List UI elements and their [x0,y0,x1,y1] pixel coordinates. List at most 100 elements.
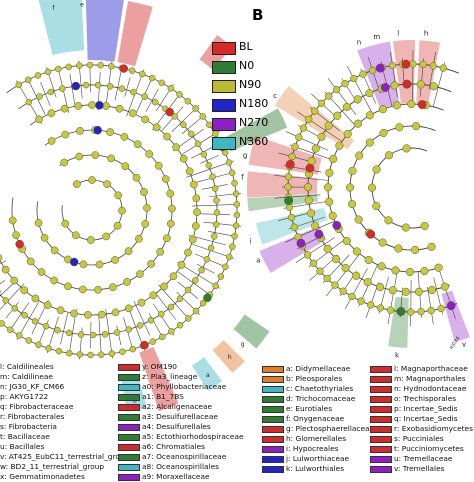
tree-node [153,124,160,131]
tree-node [51,247,58,254]
tree-node [80,261,87,268]
tree-node [199,267,205,273]
tree-node [428,243,436,251]
tree-node [112,309,119,316]
tree-node [16,240,24,248]
tree-node [94,126,102,134]
taxon-text: n: JG30_KF_CM66 [0,382,64,392]
tree-node [226,254,232,260]
tree-node [78,332,84,338]
legend-label-bl: BL [239,40,253,53]
tree-node [22,312,28,318]
taxon-text: t: Pucciniomycetes [394,444,464,454]
tree-node [376,64,384,72]
tree-node [352,272,360,280]
tree-node [210,174,216,180]
taxon-swatch [262,396,284,403]
tree-node [160,283,167,290]
tree-node [172,143,179,150]
tree-node [180,155,187,162]
tree-node [208,245,214,251]
tree-node [88,352,94,358]
clade-highlight [233,314,269,348]
taxon-text: i: Hypocreales [286,444,339,454]
tree-node [118,207,125,214]
tree-node [193,106,199,112]
taxon-swatch [118,434,140,441]
tree-node [48,137,55,144]
tree-node [11,277,18,284]
tree-node [317,268,324,275]
taxon-swatch [118,404,140,411]
taxon-swatch [262,406,284,413]
tree-node [377,305,384,312]
tree-node [421,267,429,275]
tree-node [159,334,165,340]
taxon-swatch [118,474,140,481]
tree-node [396,124,404,132]
tree-node [385,151,393,159]
tree-node [138,299,145,306]
tree-node [75,102,82,109]
tree-node [206,162,212,168]
tree-node [184,249,191,256]
taxon-swatch [118,444,140,451]
taxon-swatch [370,436,392,443]
tree-node [200,113,206,119]
taxon-swatch [370,446,392,453]
tree-node [129,68,135,74]
taxon-text: r: Fibrobacterales [0,412,64,422]
tree-node [35,219,42,226]
tree-node [403,145,411,153]
tree-arc [350,126,435,250]
tree-branch [115,69,122,100]
clade-letter: i [250,238,252,246]
tree-node [333,86,340,93]
tree-node [111,256,118,263]
tree-node [66,350,72,356]
tree-node [0,254,2,261]
taxon-swatch [118,384,140,391]
tree-node [26,99,32,105]
tree-node [56,348,62,354]
tree-node [234,201,240,207]
tree-node [440,65,447,72]
tree-node [185,98,191,104]
tree-arc [62,180,122,240]
tree-node [367,301,374,308]
tree-node [376,283,384,291]
tree-node [188,131,194,137]
taxon-text: v: AT425_EubC11_terrestrial_group [0,452,129,462]
tree-node [286,160,294,168]
tree-node [372,202,380,210]
clade-letter: v [462,341,466,349]
tree-node [428,286,436,294]
taxon-swatch [262,386,284,393]
tree-node [88,101,95,108]
tree-node [73,181,80,188]
legend-swatch-bl [212,42,236,55]
tree-arc [372,148,427,228]
tree-node [435,264,443,272]
tree-node [233,223,239,229]
clade-letter: g [241,341,245,348]
tree-node [222,264,228,270]
tree-node [364,278,372,286]
tree-node [35,72,41,78]
clade-letter: g [243,152,247,160]
taxon-text: o: Trechisporales [394,394,456,404]
tree-node [204,256,210,262]
tree-node [428,307,435,314]
clade-highlight [86,0,125,62]
tree-node [365,256,373,264]
tree-node [336,142,344,150]
tree-node [178,261,185,268]
tree-node [343,237,351,245]
tree-node [126,326,132,332]
tree-node [114,329,120,335]
panel-b-label-column-2: l: Magnaporthaceae m: Magnaporthales n: … [370,364,474,474]
taxon-text: m: Caldilineae [0,372,53,382]
tree-node [21,287,28,294]
tree-node [421,222,429,230]
tree-node [26,337,32,343]
